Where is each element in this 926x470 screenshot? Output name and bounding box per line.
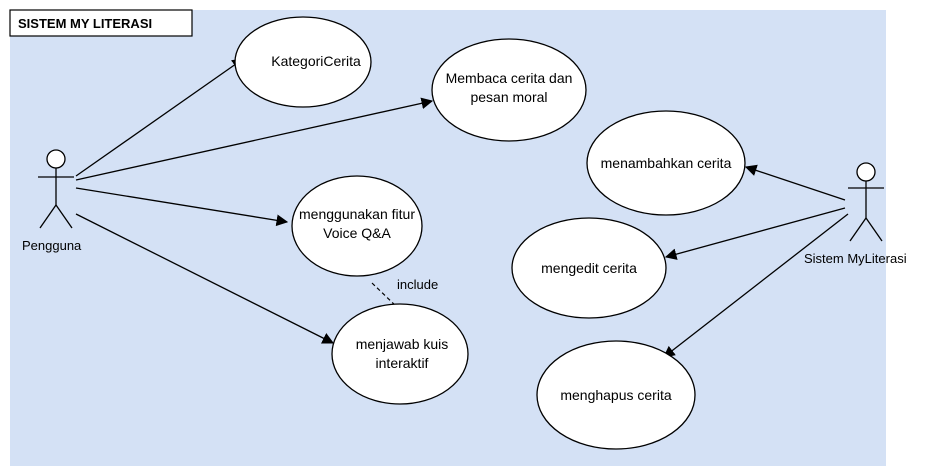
- use-case-membaca[interactable]: Membaca cerita dan pesan moral: [431, 38, 587, 142]
- use-case-kategori-label: KategoriCerita: [271, 53, 361, 69]
- use-case-tambah-label: menambahkan cerita: [601, 155, 732, 171]
- use-case-edit-label: mengedit cerita: [541, 260, 637, 276]
- use-case-hapus[interactable]: menghapus cerita: [536, 340, 696, 450]
- use-case-kuis[interactable]: menjawab kuis interaktif: [331, 303, 469, 405]
- assoc-user-voice: [75, 187, 289, 227]
- system-title: SISTEM MY LITERASI: [18, 16, 152, 31]
- use-case-kuis-label-1: menjawab kuis: [356, 336, 449, 352]
- assoc-user-kuis: [75, 213, 335, 344]
- actor-pengguna-label: Pengguna: [22, 238, 82, 253]
- stick-figure-icon: [848, 162, 884, 242]
- use-case-voice-label-1: menggunakan fitur: [299, 206, 415, 222]
- use-case-membaca-label-1: Membaca cerita dan: [446, 70, 573, 86]
- assoc-system-edit: [664, 207, 846, 260]
- system-title-box: [9, 9, 193, 37]
- actor-sistem-myliterasi[interactable]: Sistem MyLiterasi: [804, 162, 907, 266]
- use-case-voice[interactable]: menggunakan fitur Voice Q&A: [291, 175, 423, 277]
- use-case-edit[interactable]: mengedit cerita: [511, 217, 667, 319]
- use-case-kategori[interactable]: KategoriCerita: [234, 16, 372, 108]
- assoc-user-kategori: [75, 58, 244, 177]
- use-case-hapus-label: menghapus cerita: [560, 387, 672, 403]
- use-case-membaca-label-2: pesan moral: [470, 89, 547, 105]
- assoc-system-tambah: [744, 164, 846, 201]
- use-case-voice-label-2: Voice Q&A: [323, 225, 391, 241]
- use-case-tambah[interactable]: menambahkan cerita: [586, 110, 746, 216]
- actor-sistem-label: Sistem MyLiterasi: [804, 251, 907, 266]
- assoc-user-membaca: [75, 97, 434, 181]
- include-label: include: [397, 277, 438, 292]
- actor-pengguna[interactable]: Pengguna: [22, 149, 82, 253]
- use-case-kuis-label-2: interaktif: [376, 355, 429, 371]
- stick-figure-icon: [38, 149, 74, 229]
- assoc-system-hapus: [663, 213, 849, 358]
